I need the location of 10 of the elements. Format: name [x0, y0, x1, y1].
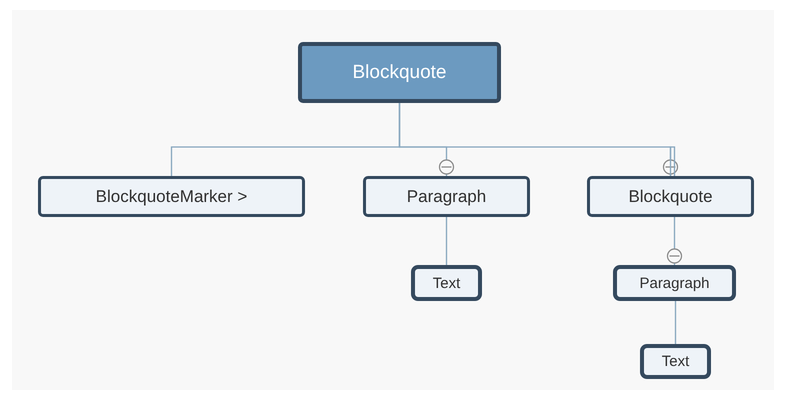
connector-with-toggle [398, 103, 678, 176]
connector-line [446, 217, 448, 265]
connector-line [674, 301, 676, 344]
tree-node: Text [411, 265, 482, 301]
tree-node: BlockquoteMarker > [38, 176, 305, 217]
tree-node: Paragraph [363, 176, 530, 217]
tree-node: Blockquote [587, 176, 754, 217]
root-node: Blockquote [298, 42, 501, 103]
tree-node: Text [640, 344, 711, 379]
tree-node: Paragraph [613, 265, 736, 301]
